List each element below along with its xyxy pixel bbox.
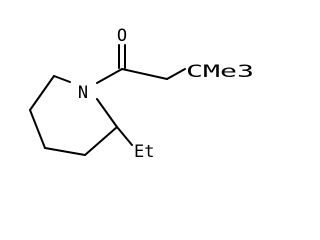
ring-bond-c5-c6 xyxy=(29,75,55,111)
oxygen-label: O xyxy=(117,26,127,46)
bonds xyxy=(29,44,186,156)
ethyl-label: Et xyxy=(134,142,154,162)
ethyl-bond xyxy=(116,126,133,146)
acyl-bond-1 xyxy=(121,68,168,80)
ring-bond-c4-c5 xyxy=(29,109,46,149)
ring-bond-n-c2 xyxy=(96,98,118,128)
tert-butyl-label: CMe3 xyxy=(186,62,254,82)
ring-bond-c3-c4 xyxy=(44,147,86,156)
ring-bond-c6-n xyxy=(53,75,71,83)
structure-diagram: O N CMe3 Et xyxy=(29,26,254,162)
ring-bond-c2-c3 xyxy=(84,126,118,156)
amide-bond xyxy=(96,68,123,84)
acyl-bond-2 xyxy=(166,68,186,80)
nitrogen-label: N xyxy=(78,83,88,103)
atom-labels: O N CMe3 Et xyxy=(78,26,254,162)
